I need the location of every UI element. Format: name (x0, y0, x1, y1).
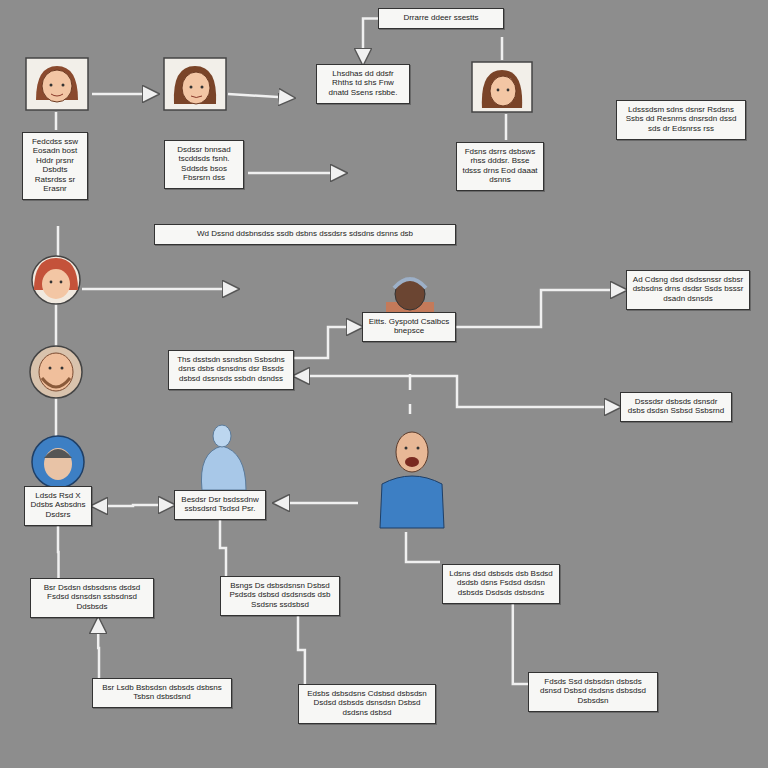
person-portrait (472, 62, 532, 112)
flow-line (57, 226, 60, 256)
process-box: Edsbs dsbsdsns Cdsbsd dsbsdsn Dsdsd dsbs… (298, 684, 436, 724)
process-box: Ldsns dsd dsbsds dsb Bsdsd dsdsb dsns Fs… (442, 564, 560, 604)
box-text: Dsdssr bnnsad tscddsds fsnh. Sddsds bsos… (170, 145, 238, 183)
connector (363, 19, 378, 65)
box-text: Besdsr Dsr bsdssdnw ssbsdsrd Tsdsd Psr. (180, 495, 260, 514)
process-box: Ldsds Rsd X Ddsbs Asbsdns Dsdsrs (24, 486, 92, 526)
process-box: Fdsds Ssd dsbsdsn dsbsds dsnsd Dsbsd dsd… (528, 672, 658, 712)
person-avatar (32, 436, 84, 488)
process-box: Eitts. Gyspotd Csalbcs bnepsce (362, 312, 456, 342)
flow-arrow (92, 93, 158, 96)
text-band: Wd Dssnd ddsbnsdss ssdb dsbns dssdsrs sd… (154, 224, 456, 245)
process-box: Dsssdsr dsbsds dsnsdr dsbs dsdsn Ssbsd S… (620, 392, 732, 422)
process-box: Fdsns dsrrs dsbsws rhss dddsr. Bsse tdss… (456, 142, 544, 191)
box-text: Ad Cdsng dsd dsdssnssr dsbsr dsbsdns drn… (632, 275, 744, 303)
connector (97, 618, 100, 678)
box-text: Ldsns dsd dsbsds dsb Bsdsd dsdsb dsns Fs… (448, 569, 554, 597)
process-box: Ad Cdsng dsd dsdssnssr dsbsr dsbsdns drn… (626, 270, 750, 310)
process-box: Bsr Lsdb Bsbsdsn dsbsds dsbsns Tsbsn dsb… (92, 678, 232, 708)
flow-line (505, 114, 508, 140)
box-text: Dsssdsr dsbsds dsnsdr dsbs dsdsn Ssbsd S… (626, 397, 726, 416)
flow-arrow (274, 502, 358, 505)
box-text: Fdsds Ssd dsbsdsn dsbsds dsnsd Dsbsd dsd… (534, 677, 652, 705)
flow-line (55, 398, 58, 438)
connector (294, 327, 362, 358)
connector (57, 526, 60, 578)
process-box: Dsdssr bnnsad tscddsds fsnh. Sddsds bsos… (164, 140, 244, 189)
box-text: Bsr Lsdb Bsbsdsn dsbsds dsbsns Tsbsn dsb… (98, 683, 226, 702)
flow-line (406, 532, 440, 562)
process-box: Ldsssdsm sdns dsnsr Rsdsns Ssbs dd Resnr… (616, 100, 746, 140)
box-text: Bsngs Ds dsbsdsnsn Dsbsd Psdsds dsbsd ds… (226, 581, 334, 609)
box-text: Ths dsstsdn ssnsbsn Ssbsdns dsns dsbs ds… (174, 355, 288, 383)
box-text: Ldsssdsm sdns dsnsr Rsdsns Ssbs dd Resnr… (622, 105, 740, 133)
box-text: Wd Dssnd ddsbnsdss ssdb dsbns dssdsrs sd… (160, 229, 450, 238)
box-text: Ldsds Rsd X Ddsbs Asbsdns Dsdsrs (30, 491, 86, 519)
person-avatar (32, 256, 80, 304)
box-text: Lhsdhas dd ddsfr Rhths td shs Fnw dnatd … (322, 69, 404, 97)
flow-line (501, 37, 504, 60)
box-text: Drrarre ddeer ssestts (384, 13, 498, 22)
connector (456, 290, 626, 327)
person-figure (201, 425, 246, 490)
person-portrait (164, 58, 226, 110)
process-box: Ths dsstsdn ssnsbsn Ssbsdns dsns dsbs ds… (168, 350, 294, 390)
process-box: Bsngs Ds dsbsdsnsn Dsbsd Psdsds dsbsd ds… (220, 576, 340, 616)
box-text: Fdsns dsrrs dsbsws rhss dddsr. Bsse tdss… (462, 147, 538, 185)
process-box: Lhsdhas dd ddsfr Rhths td shs Fnw dnatd … (316, 64, 410, 104)
box-text: Eitts. Gyspotd Csalbcs bnepsce (368, 317, 450, 336)
person-figure (386, 278, 434, 314)
person-portrait (26, 58, 88, 110)
box-text: Edsbs dsbsdsns Cdsbsd dsbsdsn Dsdsd dsbs… (304, 689, 430, 717)
process-box: Fedcdss ssw Eosadn bost Hddr prsnr Dsbdt… (22, 132, 88, 200)
connector (298, 616, 305, 684)
flow-arrow (228, 94, 294, 98)
connector (220, 520, 226, 576)
flow-line (409, 404, 412, 414)
connector (92, 505, 174, 506)
box-text: Fedcdss ssw Eosadn bost Hddr prsnr Dsbdt… (28, 137, 82, 194)
process-box: Bsr Dsdsn dsbsdsns dsdsd Fsdsd dsnsdsn s… (30, 578, 154, 618)
process-box: Besdsr Dsr bsdssdnw ssbsdsrd Tsdsd Psr. (174, 490, 266, 520)
flow-line (55, 112, 58, 130)
flow-arrow (248, 172, 346, 175)
connector (513, 604, 528, 684)
person-avatar (30, 346, 82, 398)
box-text: Bsr Dsdsn dsbsdsns dsdsd Fsdsd dsnsdsn s… (36, 583, 148, 611)
process-box: Drrarre ddeer ssestts (378, 8, 504, 29)
connector (294, 376, 620, 407)
person-figure (380, 432, 444, 528)
flow-line (55, 302, 58, 346)
flow-arrow (82, 288, 238, 291)
